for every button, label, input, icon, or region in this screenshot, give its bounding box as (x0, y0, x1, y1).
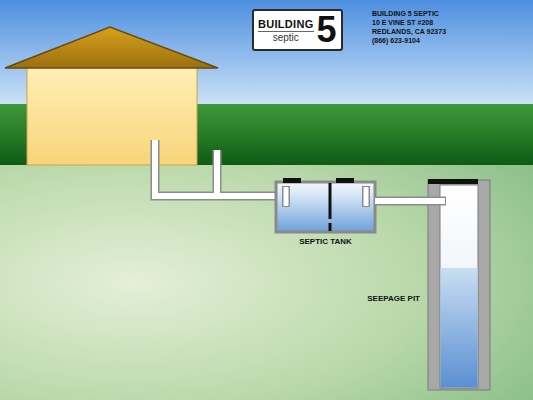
logo-words: BUILDINGseptic (258, 18, 314, 43)
address-line: REDLANDS, CA 92373 (372, 27, 446, 36)
tank-tees (286, 186, 366, 207)
house-wall (27, 66, 197, 165)
house-pipes (155, 140, 284, 196)
pit-lid (428, 179, 478, 184)
address-line: (866) 623-9104 (372, 36, 420, 45)
tank-lid (283, 178, 301, 183)
tank-label: SEPTIC TANK (276, 237, 375, 246)
pipe-connector (375, 198, 428, 204)
tank-lid (336, 178, 354, 183)
address-line: 10 E VINE ST #208 (372, 18, 433, 27)
septic-tank: SEPTIC TANK (276, 182, 375, 232)
house-roof (5, 27, 218, 68)
tank-baffle (329, 183, 332, 219)
logo-box: BUILDINGseptic5 (252, 9, 343, 51)
logo-word: BUILDING (258, 18, 314, 30)
pit-label: SEEPAGE PIT (367, 294, 420, 303)
pit-inlet (426, 201, 446, 202)
logo-number: 5 (317, 13, 337, 47)
pipe (375, 201, 428, 202)
tank-body (276, 182, 375, 232)
tank-baffle (329, 223, 332, 231)
seepage-pit: SEEPAGE PIT (428, 180, 490, 390)
address-line: BUILDING 5 SEPTIC (372, 9, 439, 18)
pit-chamber (440, 185, 478, 388)
pipe-outline (375, 197, 428, 206)
pit-wall (428, 180, 490, 390)
logo-subword: septic (258, 31, 314, 43)
pit-water (441, 268, 478, 388)
